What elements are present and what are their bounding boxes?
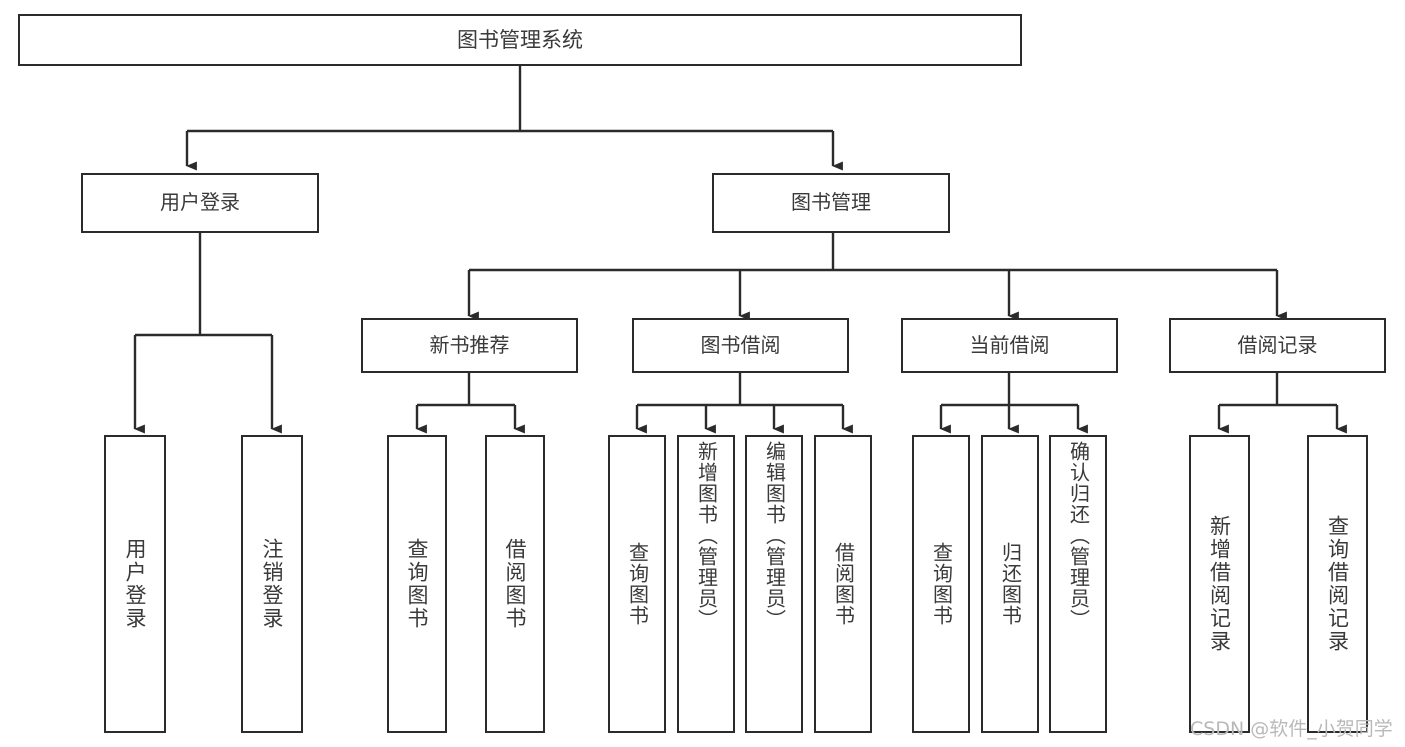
leaf-text-wrap: 查询图书 <box>610 437 664 731</box>
leaf-book-borrow-edit-book-admin[interactable]: 编辑图书（管理员） <box>745 435 803 733</box>
leaf-book-borrow-borrow-book[interactable]: 借阅图书 <box>814 435 872 733</box>
leaf-current-borrow-query-book[interactable]: 查询图书 <box>912 435 970 733</box>
leaf-text-wrap: 借阅图书 <box>816 437 870 731</box>
node-label: 查询图书 <box>625 542 650 626</box>
leaf-text-wrap: 查询图书 <box>389 437 445 731</box>
node-new-book-recommend[interactable]: 新书推荐 <box>361 318 578 373</box>
leaf-text-wrap: 归还图书 <box>983 437 1037 731</box>
leaf-current-borrow-return-book[interactable]: 归还图书 <box>981 435 1039 733</box>
node-label: 图书管理系统 <box>457 27 583 52</box>
leaf-text-wrap: 新增图书（管理员） <box>679 437 733 735</box>
leaf-text-wrap: 查询图书 <box>914 437 968 731</box>
leaf-borrow-record-add-record[interactable]: 新增借阅记录 <box>1189 435 1250 733</box>
leaf-text-wrap: 查询借阅记录 <box>1309 437 1366 731</box>
leaf-borrow-record-query-record[interactable]: 查询借阅记录 <box>1307 435 1368 733</box>
node-label: 当前借阅 <box>969 332 1050 357</box>
node-current-borrow[interactable]: 当前借阅 <box>901 318 1118 373</box>
node-label: 图书管理 <box>791 190 871 215</box>
node-label: 用户登录 <box>123 538 148 630</box>
leaf-text-wrap: 确认归还（管理员） <box>1051 437 1105 735</box>
node-label: 新增借阅记录 <box>1207 515 1232 653</box>
node-label: 新增图书（管理员） <box>694 441 719 630</box>
node-label: 借阅图书 <box>831 542 856 626</box>
node-root-book-management-system[interactable]: 图书管理系统 <box>18 14 1022 66</box>
leaf-text-wrap: 借阅图书 <box>487 437 543 731</box>
leaf-new-book-borrow-book[interactable]: 借阅图书 <box>485 435 545 733</box>
node-label: 归还图书 <box>998 542 1023 626</box>
node-book-management[interactable]: 图书管理 <box>712 173 950 233</box>
node-user-login[interactable]: 用户登录 <box>81 173 319 233</box>
leaf-text-wrap: 用户登录 <box>106 437 164 731</box>
node-label: 新书推荐 <box>429 332 510 357</box>
leaf-text-wrap: 编辑图书（管理员） <box>747 437 801 735</box>
leaf-text-wrap: 新增借阅记录 <box>1191 437 1248 731</box>
node-label: 借阅记录 <box>1237 332 1318 357</box>
csdn-watermark: CSDN @软件_小贺同学 <box>1190 718 1393 740</box>
node-label: 编辑图书（管理员） <box>762 441 787 630</box>
leaf-book-borrow-add-book-admin[interactable]: 新增图书（管理员） <box>677 435 735 733</box>
node-label: 注销登录 <box>260 538 285 630</box>
node-book-borrow[interactable]: 图书借阅 <box>632 318 849 373</box>
node-label: 查询图书 <box>405 538 430 630</box>
leaf-current-borrow-confirm-return-admin[interactable]: 确认归还（管理员） <box>1049 435 1107 733</box>
node-label: 图书借阅 <box>700 332 781 357</box>
node-borrow-record[interactable]: 借阅记录 <box>1169 318 1386 373</box>
leaf-user-login-login[interactable]: 用户登录 <box>104 435 166 733</box>
node-label: 借阅图书 <box>503 538 528 630</box>
node-label: 用户登录 <box>160 190 240 215</box>
leaf-text-wrap: 注销登录 <box>243 437 301 731</box>
node-label: 确认归还（管理员） <box>1066 441 1091 630</box>
node-label: 查询借阅记录 <box>1325 515 1350 653</box>
node-label: 查询图书 <box>929 542 954 626</box>
leaf-book-borrow-query-book[interactable]: 查询图书 <box>608 435 666 733</box>
leaf-user-login-logout[interactable]: 注销登录 <box>241 435 303 733</box>
leaf-new-book-query-book[interactable]: 查询图书 <box>387 435 447 733</box>
